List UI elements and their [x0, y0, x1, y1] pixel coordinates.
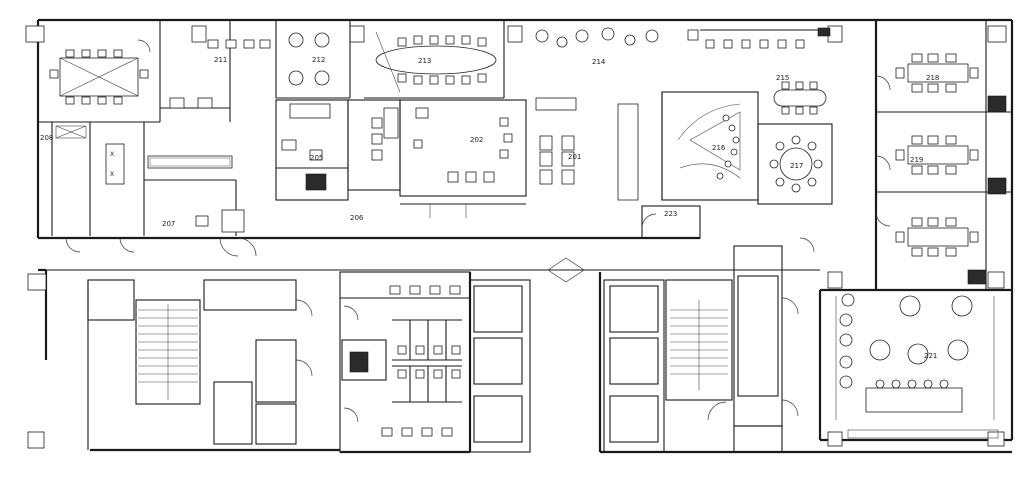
room-211: 211 [160, 20, 271, 122]
room-214: 214 [535, 27, 831, 201]
room-label-212: 212 [312, 56, 325, 64]
room-label-202: 202 [470, 136, 483, 144]
stair-right [670, 300, 728, 390]
room-label-201: 201 [568, 153, 581, 161]
right-meeting-rooms: 218 219 [875, 20, 1012, 290]
room-label-205: 205 [310, 154, 323, 162]
room-label-223: 223 [664, 210, 677, 218]
room-201: 201 [539, 135, 581, 185]
structural-columns [25, 25, 1007, 449]
lower-core [87, 245, 799, 453]
room-label-207: 207 [162, 220, 175, 228]
room-label-208: 208 [40, 134, 53, 142]
room-label-218: 218 [926, 74, 939, 82]
room-216: 216 [661, 91, 759, 201]
svg-text:X: X [110, 151, 114, 158]
room-label-214: 214 [592, 58, 606, 66]
room-202: 202 [399, 99, 527, 197]
room-label-206: 206 [350, 214, 364, 222]
room-213: 213 [364, 20, 505, 99]
outer-walls [36, 18, 1014, 454]
room-label-215: 215 [776, 74, 789, 82]
room-212: 212 [275, 20, 351, 99]
room-label-211: 211 [214, 56, 227, 64]
room-217: 217 [757, 123, 833, 205]
rooms-205-206: 205 206 [275, 99, 526, 222]
room-label-216: 216 [712, 144, 726, 152]
corridor-doors [65, 237, 815, 283]
room-label-213: 213 [418, 57, 431, 65]
room-211-area [38, 20, 161, 123]
room-label-221: 221 [924, 352, 937, 360]
room-223: 223 [641, 205, 701, 239]
room-221: 221 [835, 293, 999, 439]
room-label-219: 219 [910, 156, 923, 164]
stair-left [138, 304, 198, 400]
room-208-207: X X 208 207 [40, 122, 245, 236]
room-label-217: 217 [790, 162, 803, 170]
room-215: 215 [773, 74, 827, 115]
svg-text:X: X [110, 171, 114, 178]
